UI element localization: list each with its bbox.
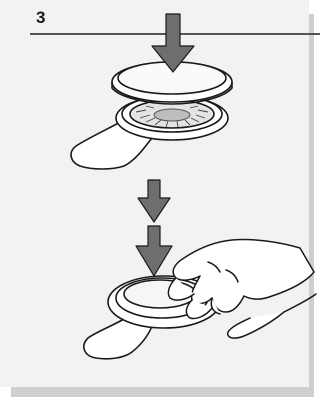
- filter-holder-icon: [71, 96, 228, 169]
- double-arrow-down-icon: [136, 180, 172, 276]
